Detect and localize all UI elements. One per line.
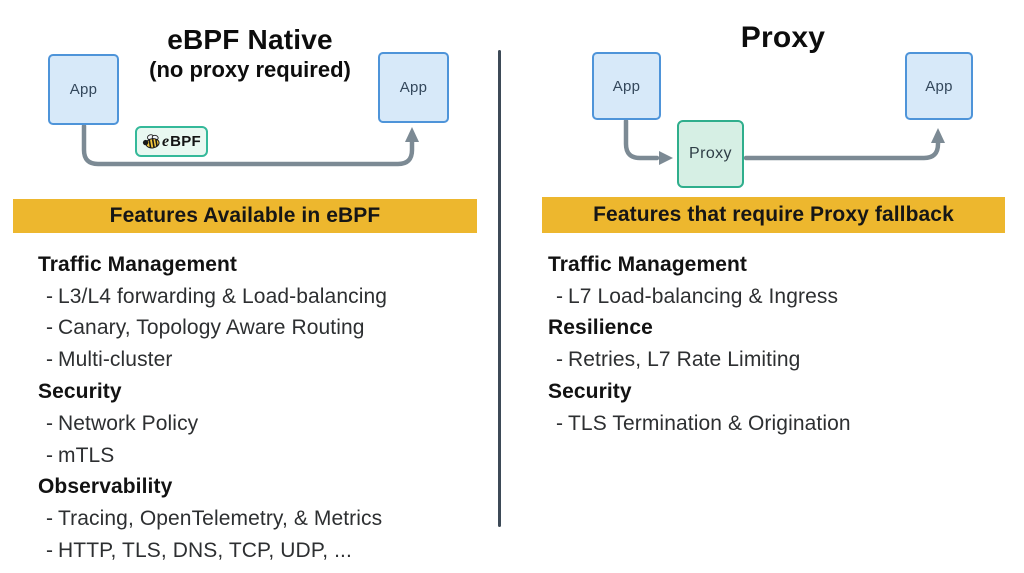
bullet-dash: - [556,284,563,308]
ebpf-connector-line [81,123,415,167]
bullet-dash: - [46,284,53,308]
right-feature-list: Traffic Management -L7 Load-balancing & … [548,249,998,440]
feature-item: -Canary, Topology Aware Routing [38,313,488,345]
bullet-dash: - [46,348,53,372]
bullet-dash: - [556,348,563,372]
right-app-box-source: App [592,52,661,120]
feature-item: -Network Policy [38,408,488,440]
bullet-dash: - [46,443,53,467]
left-app-box-source: App [48,54,119,125]
app-box-label: App [69,81,98,98]
left-panel-subtitle: (no proxy required) [149,57,351,82]
feature-section-header: Traffic Management [38,252,238,276]
right-features-banner-text: Features that require Proxy fallback [593,203,954,226]
center-divider [498,50,501,527]
proxy-box: Proxy [677,120,744,188]
app-box-label: App [612,77,641,95]
left-features-banner-text: Features Available in eBPF [109,204,381,227]
ebpf-badge-label-e: e [161,132,170,150]
bee-icon [142,134,160,149]
feature-item: -Retries, L7 Rate Limiting [548,344,998,376]
proxy-box-label: Proxy [689,145,732,162]
feature-item: -L7 Load-balancing & Ingress [548,281,998,313]
up-arrowhead-left [405,127,419,142]
right-panel-title: Proxy [740,21,826,54]
proxy-to-app-line [743,138,941,161]
right-app-box-destination: App [905,52,973,120]
ebpf-badge-label-bpf: BPF [170,133,201,150]
feature-section-header: Observability [38,475,173,499]
left-features-banner: Features Available in eBPF [13,199,477,233]
bullet-dash: - [46,539,53,563]
feature-item: -HTTP, TLS, DNS, TCP, UDP, ... [38,535,488,567]
feature-section-header: Security [548,380,632,404]
bullet-dash: - [46,507,53,531]
feature-item: -L3/L4 forwarding & Load-balancing [38,281,488,313]
app-box-label: App [399,79,428,96]
feature-item: -TLS Termination & Origination [548,408,998,440]
up-arrowhead-right [931,128,945,143]
bullet-dash: - [556,411,563,435]
feature-section-header: Security [38,380,122,404]
app-to-proxy-line [623,118,660,161]
feature-item: -Tracing, OpenTelemetry, & Metrics [38,503,488,535]
feature-section-header: Traffic Management [548,252,748,276]
bullet-dash: - [46,316,53,340]
feature-section-header: Resilience [548,316,653,340]
right-features-banner: Features that require Proxy fallback [542,197,1005,233]
left-feature-list: Traffic Management -L3/L4 forwarding & L… [38,249,488,567]
app-box-label: App [925,77,953,95]
left-panel-title: eBPF Native [167,24,333,55]
right-arrowhead [659,151,673,165]
bullet-dash: - [46,411,53,435]
feature-item: -mTLS [38,440,488,472]
feature-item: -Multi-cluster [38,344,488,376]
left-app-box-destination: App [378,52,449,123]
